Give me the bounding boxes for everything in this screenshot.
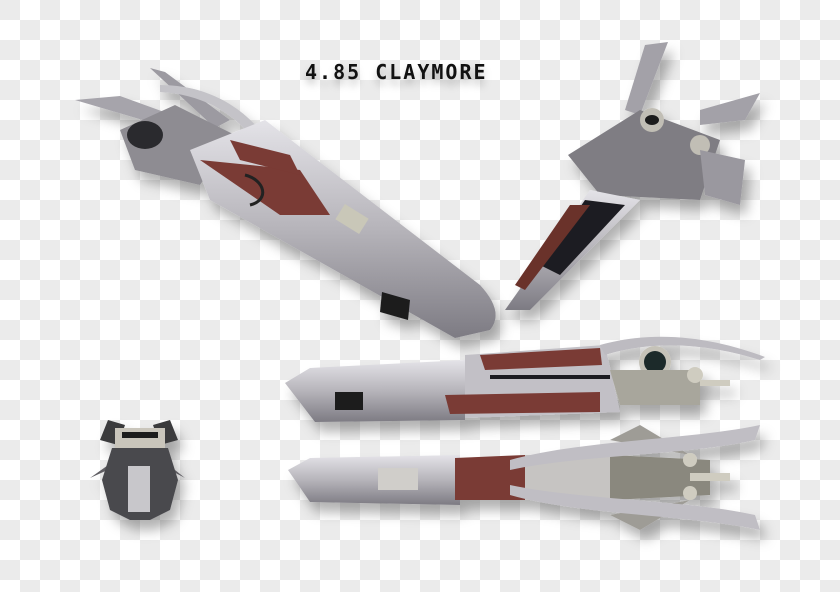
ship-title: 4.85 CLAYMORE xyxy=(305,60,488,84)
